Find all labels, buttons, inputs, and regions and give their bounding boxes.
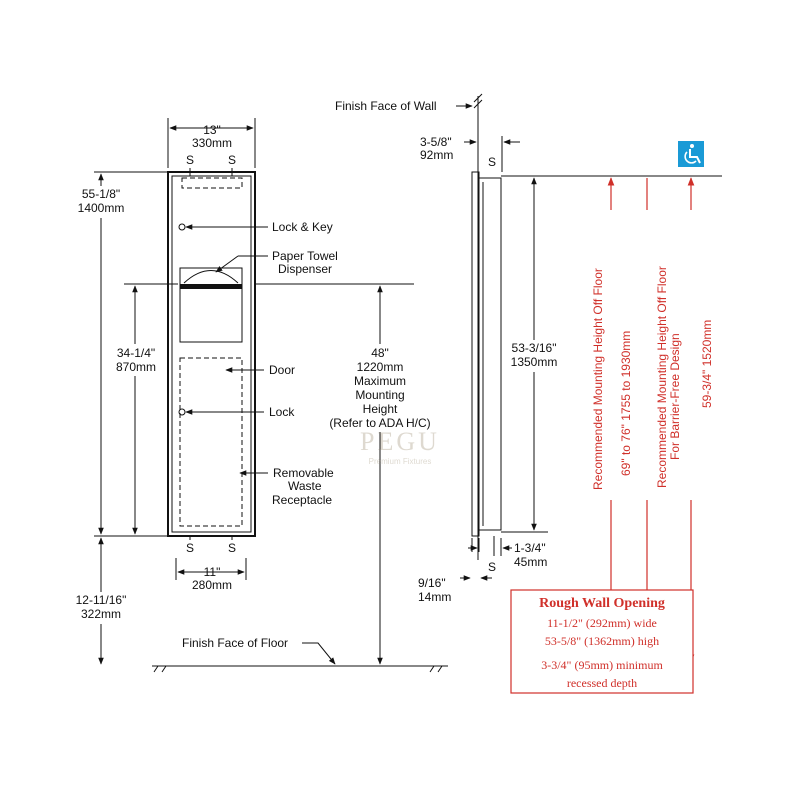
finish-floor-label: Finish Face of Floor [182,636,288,650]
rec-barrier-free-text-2: For Barrier-Free Design [668,333,682,460]
rough-opening-depth: 3-3/4" (95mm) minimum [541,658,663,672]
s-mark-side-top: S [488,155,496,169]
lower-height-label: 34-1/4" [117,346,155,360]
finish-wall-label: Finish Face of Wall [335,99,437,113]
door-lock-symbol [178,408,186,416]
s-mark-side-bottom: S [488,560,496,574]
rough-opening-title: Rough Wall Opening [539,596,665,611]
watermark-name: PEGU [360,427,440,456]
dispenser-slot [180,284,242,289]
s-mark-bottom-right: S [228,541,236,555]
watermark-sub: Premium Fixtures [369,457,432,466]
lock-key-callout: Lock & Key [272,220,333,234]
depth-top-mm-label: 92mm [420,148,453,162]
rough-opening-height: 53-5/8" (1362mm) high [545,634,659,648]
s-mark-top-right: S [228,153,236,167]
side-height-label: 53-3/16" [512,341,557,355]
paper-towel-dispenser [179,267,243,343]
mounting-height-label: 48" [371,346,389,360]
depth-bottom-mm-label: 45mm [514,555,547,569]
door-callout: Door [269,363,295,377]
cabinet-frame [167,171,256,537]
door-dashed-outline [179,357,243,527]
s-mark-top-left: S [186,153,194,167]
lock-key-symbol [178,223,186,231]
bottom-width-mm-label: 280mm [192,578,232,592]
total-height-mm-label: 1400mm [78,201,125,215]
paper-towel-callout-1: Paper Towel [272,249,338,263]
total-height-label: 55-1/8" [82,187,120,201]
rough-opening-width: 11-1/2" (292mm) wide [547,616,657,630]
dispenser-opening-arc [183,270,239,284]
watermark: PEGU Premium Fixtures [360,427,440,466]
waste-callout-3: Receptacle [272,493,332,507]
lower-height-mm-label: 870mm [116,360,156,374]
side-height-mm-label: 1350mm [511,355,558,369]
rec-height-value: 69" to 76" 1755 to 1930mm [619,331,633,476]
rec-height-text: Recommended Mounting Height Off Floor [591,268,605,490]
upper-dashed-outline [181,177,243,189]
rough-wall-opening-box: Rough Wall Opening 11-1/2" (292mm) wide … [510,589,694,694]
rough-opening-depth-2: recessed depth [567,676,637,690]
bottom-width-label: 11" [204,565,221,579]
paper-towel-callout-2: Dispenser [278,262,332,276]
waste-callout-2: Waste [288,479,322,493]
flange-mm-label: 14mm [418,590,451,604]
mounting-maximum-label: Maximum [354,374,406,388]
floor-gap-mm-label: 322mm [81,607,121,621]
front-view: S S S S 13" 330mm 11" 280mm 55-1/8" 1400… [66,118,448,673]
side-view: Finish Face of Wall 3-5/8" 92mm S S 53-3… [335,93,563,604]
wheelchair-accessibility-icon [678,141,704,167]
mounting-height-word-label: Height [363,402,398,416]
s-mark-bottom-left: S [186,541,194,555]
floor-gap-label: 12-11/16" [76,593,127,607]
mounting-ada-ref-label: (Refer to ADA H/C) [329,416,430,430]
cabinet-inner-frame [171,175,252,533]
mounting-mounting-label: Mounting [355,388,404,402]
top-width-label: 13" [203,123,221,137]
recommended-heights: Recommended Mounting Height Off Floor 69… [530,141,722,663]
rec-barrier-free-text-1: Recommended Mounting Height Off Floor [655,266,669,488]
depth-bottom-label: 1-3/4" [514,541,546,555]
lock-callout: Lock [269,405,295,419]
rec-barrier-free-value: 59-3/4" 1520mm [700,320,714,408]
depth-top-label: 3-5/8" [420,135,452,149]
flange-label: 9/16" [418,576,446,590]
recessed-body-profile [478,177,502,531]
top-width-mm-label: 330mm [192,136,232,150]
mounting-height-mm-label: 1220mm [357,360,404,374]
waste-callout-1: Removable [273,466,334,480]
